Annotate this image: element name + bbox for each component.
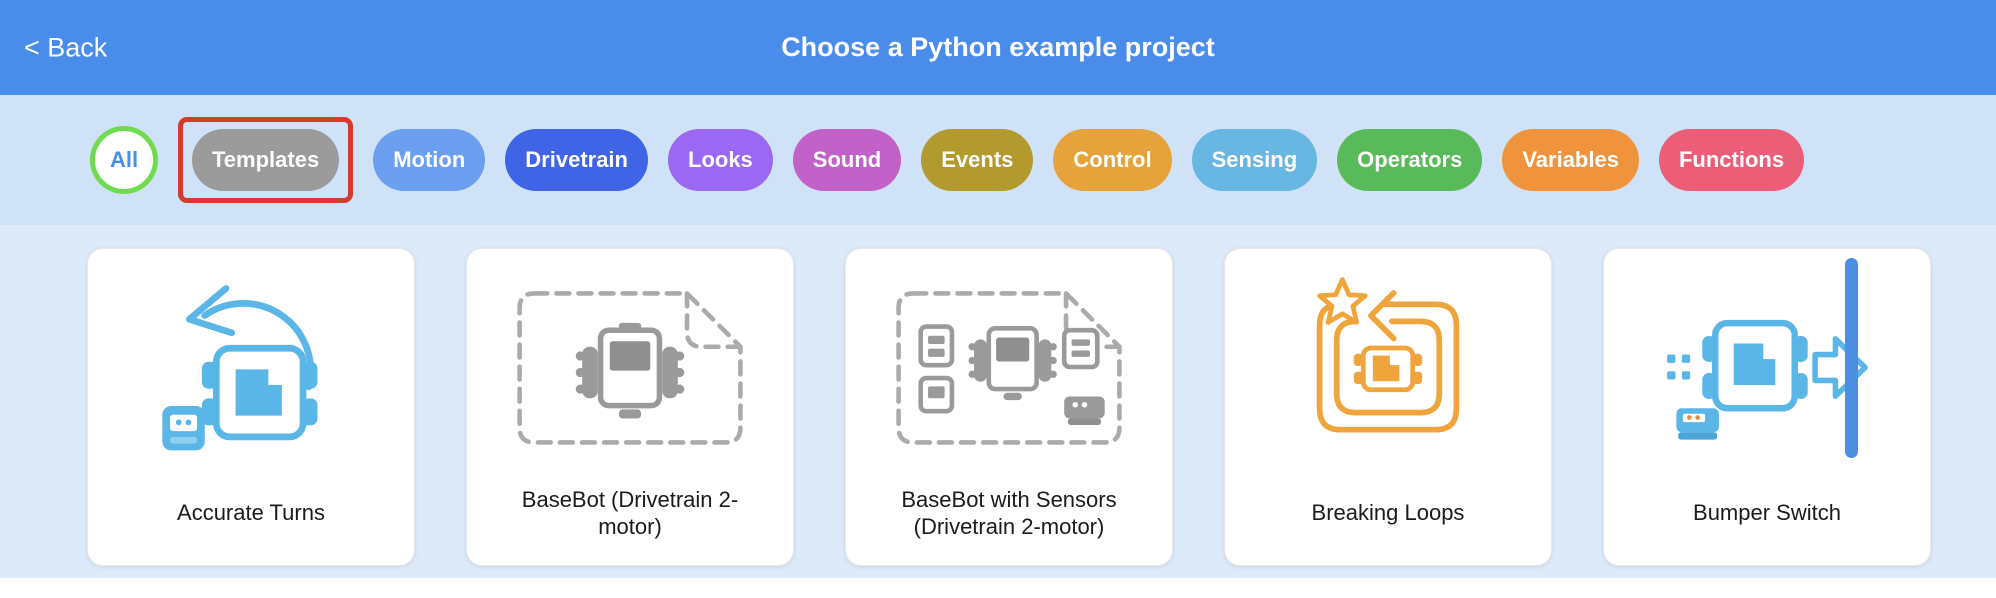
scrollbar-thumb[interactable] [1845,258,1858,458]
example-card-breaking-loops[interactable]: Breaking Loops [1224,248,1552,566]
header: < Back Choose a Python example project [0,0,1996,95]
example-card-basebot-with-sensors[interactable]: BaseBot with Sensors (Drivetrain 2-motor… [845,248,1173,566]
selected-filter-highlight: Templates [178,117,354,203]
filter-pill-sound[interactable]: Sound [792,129,902,191]
filter-pill-control[interactable]: Control [1053,129,1172,191]
examples-grid: Accurate Turns BaseBot (Drivetrain 2 [0,225,1996,578]
back-button[interactable]: < Back [24,32,108,62]
breaking-loops-icon [1225,249,1551,477]
bumper-switch-icon [1604,249,1930,477]
filter-pill-templates[interactable]: Templates [192,129,340,191]
filter-bar: All Templates Motion Drivetrain Looks So… [0,95,1996,225]
example-card-accurate-turns[interactable]: Accurate Turns [87,248,415,566]
card-title: Breaking Loops [1311,500,1465,526]
filter-pill-events[interactable]: Events [921,129,1034,191]
filter-pill-looks[interactable]: Looks [668,129,773,191]
card-title: BaseBot (Drivetrain 2-motor) [521,486,739,540]
example-card-bumper-switch[interactable]: Bumper Switch [1603,248,1931,566]
filter-pill-sensing[interactable]: Sensing [1191,129,1318,191]
accurate-turns-icon [88,249,414,477]
filter-pill-variables[interactable]: Variables [1502,129,1639,191]
filter-pill-drivetrain[interactable]: Drivetrain [505,129,648,191]
basebot-template-icon [467,249,793,477]
card-title: BaseBot with Sensors (Drivetrain 2-motor… [901,486,1117,540]
basebot-with-sensors-template-icon [846,249,1172,477]
filter-pill-all[interactable]: All [90,126,158,194]
filter-pill-motion[interactable]: Motion [373,129,486,191]
page-title: Choose a Python example project [781,32,1215,62]
filter-pill-operators[interactable]: Operators [1337,129,1483,191]
card-title: Bumper Switch [1693,500,1841,526]
example-card-basebot[interactable]: BaseBot (Drivetrain 2-motor) [466,248,794,566]
card-title: Accurate Turns [177,500,325,526]
filter-pill-functions[interactable]: Functions [1658,129,1805,191]
